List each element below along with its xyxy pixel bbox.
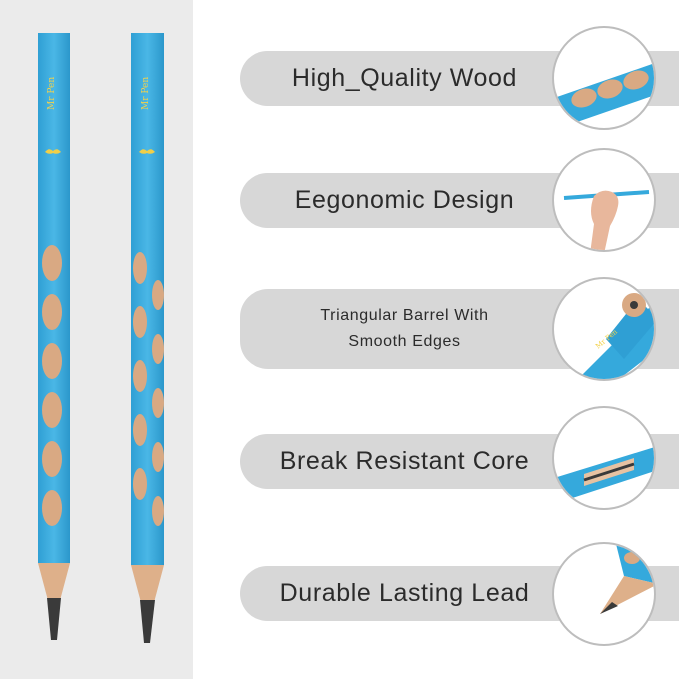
feature-label: Eegonomic Design: [294, 186, 515, 214]
pencil-front-view: Mr Pen: [38, 33, 70, 640]
feature-label: Triangular Barrel With Smooth Edges: [320, 307, 489, 350]
brand-logo: Mr Pen: [45, 77, 61, 154]
brand-logo: Mr Pen: [139, 77, 155, 154]
feature-label: Durable Lasting Lead: [279, 579, 530, 607]
grip-holes: [133, 252, 164, 526]
grip-holes: [42, 245, 62, 526]
svg-text:Mr Pen: Mr Pen: [141, 77, 151, 110]
feature-label: High_Quality Wood: [291, 64, 518, 92]
pencil-holes-closeup-icon: [552, 26, 656, 130]
pencil-lead: [140, 600, 155, 643]
pencil-side-view: Mr Pen: [131, 33, 164, 643]
svg-text:Mr Pen: Mr Pen: [47, 77, 57, 110]
pencil-wood-tip: [38, 563, 70, 608]
feature-label: Break Resistant Core: [279, 447, 530, 475]
pencil-tip-closeup-icon: [552, 542, 656, 646]
pencil-lead: [47, 598, 61, 640]
pencil-core-cutaway-icon: [552, 406, 656, 510]
hand-holding-pencil-icon: [552, 148, 656, 252]
pencil-end-closeup-icon: Mr Pen: [552, 277, 656, 381]
pencil-wood-tip: [131, 565, 164, 610]
